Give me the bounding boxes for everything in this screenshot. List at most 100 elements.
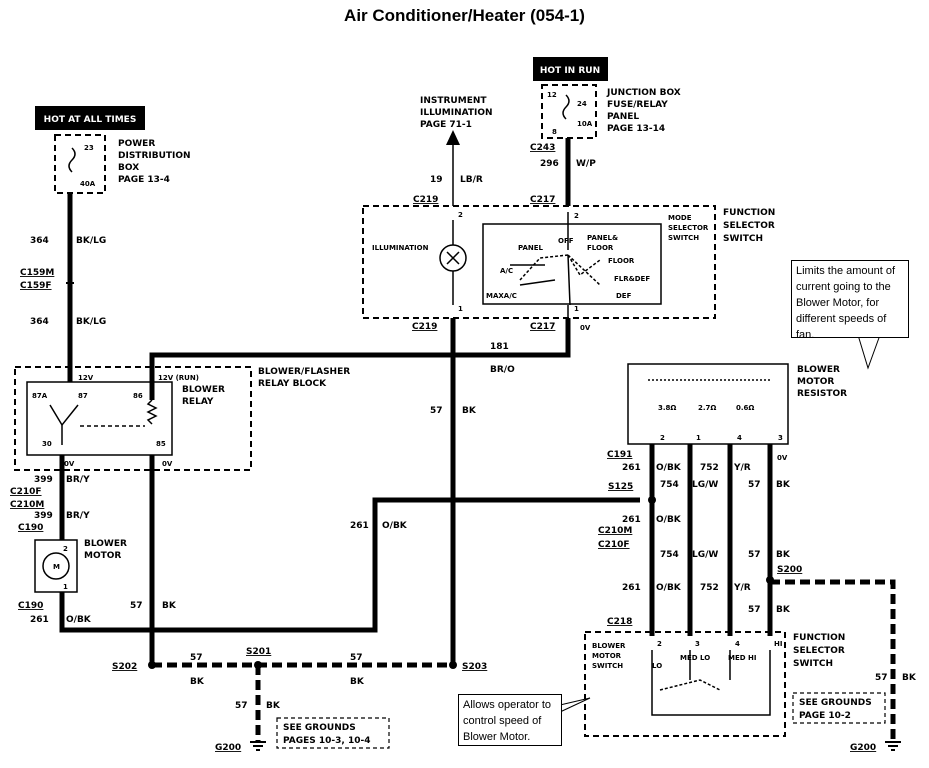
svg-text:MAXA/C: MAXA/C: [486, 292, 517, 300]
fuse-icon: [562, 94, 570, 120]
svg-text:3.8Ω: 3.8Ω: [658, 404, 676, 412]
svg-text:SWITCH: SWITCH: [723, 234, 763, 244]
svg-text:2: 2: [660, 434, 665, 442]
svg-text:C210F: C210F: [10, 487, 42, 497]
svg-text:3: 3: [695, 640, 700, 648]
fuse-icon: [68, 147, 76, 173]
svg-text:LG/W: LG/W: [692, 480, 718, 490]
svg-text:S203: S203: [462, 662, 487, 672]
svg-text:296: 296: [540, 159, 559, 169]
blower-relay-block: BLOWER/FLASHER RELAY BLOCK BLOWER RELAY …: [14, 366, 350, 471]
svg-text:87: 87: [78, 392, 88, 400]
svg-text:C217: C217: [530, 322, 555, 332]
svg-text:12V (RUN): 12V (RUN): [158, 374, 199, 382]
svg-text:PAGE 13-14: PAGE 13-14: [607, 124, 665, 134]
svg-text:C217: C217: [530, 195, 555, 205]
svg-text:BK: BK: [776, 480, 791, 490]
svg-text:BK: BK: [350, 677, 365, 687]
svg-text:G200: G200: [215, 743, 241, 753]
svg-text:FUNCTION: FUNCTION: [793, 633, 845, 643]
note-resistor: Limits the amount of current going to th…: [791, 260, 909, 341]
ground-icon: [250, 741, 266, 751]
svg-text:181: 181: [490, 342, 509, 352]
svg-text:3: 3: [778, 434, 783, 442]
svg-text:BK: BK: [902, 673, 917, 683]
svg-text:57: 57: [130, 601, 143, 611]
svg-text:Y/R: Y/R: [733, 583, 751, 593]
svg-text:S125: S125: [608, 482, 633, 492]
svg-text:M: M: [53, 563, 60, 571]
motor-icon: [42, 552, 70, 580]
svg-text:LB/R: LB/R: [460, 175, 483, 185]
svg-text:57: 57: [748, 550, 761, 560]
svg-text:LO: LO: [652, 662, 662, 670]
svg-text:BK: BK: [462, 406, 477, 416]
svg-text:DEF: DEF: [616, 292, 632, 300]
svg-text:C210M: C210M: [598, 526, 632, 536]
svg-text:ILLUMINATION: ILLUMINATION: [420, 108, 493, 118]
svg-text:SELECTOR: SELECTOR: [723, 221, 775, 231]
svg-text:57: 57: [748, 605, 761, 615]
svg-text:C191: C191: [607, 450, 632, 460]
svg-text:BK/LG: BK/LG: [76, 317, 106, 327]
svg-text:PAGE 13-4: PAGE 13-4: [118, 175, 170, 185]
svg-text:MOTOR: MOTOR: [84, 551, 121, 561]
svg-text:752: 752: [700, 583, 719, 593]
svg-text:POWER: POWER: [118, 139, 155, 149]
svg-text:C243: C243: [530, 143, 555, 153]
svg-text:40A: 40A: [80, 180, 96, 188]
svg-text:BLOWER/FLASHER: BLOWER/FLASHER: [258, 367, 350, 377]
svg-text:O/BK: O/BK: [656, 515, 682, 525]
svg-text:PAGE 10-2: PAGE 10-2: [799, 711, 851, 721]
svg-text:JUNCTION BOX: JUNCTION BOX: [606, 88, 681, 98]
svg-text:C190: C190: [18, 523, 43, 533]
svg-text:364: 364: [30, 317, 49, 327]
ground-icon: [885, 741, 901, 751]
svg-text:0V: 0V: [777, 454, 788, 462]
svg-text:57: 57: [748, 480, 761, 490]
svg-text:57: 57: [350, 653, 363, 663]
svg-text:INSTRUMENT: INSTRUMENT: [420, 96, 487, 106]
svg-text:FUSE/RELAY: FUSE/RELAY: [607, 100, 668, 110]
svg-text:1: 1: [574, 305, 579, 313]
svg-text:G200: G200: [850, 743, 876, 753]
svg-text:FLOOR: FLOOR: [587, 244, 614, 252]
svg-text:O/BK: O/BK: [656, 463, 682, 473]
hot-in-run-badge: HOT IN RUN: [533, 57, 608, 81]
svg-text:FUNCTION: FUNCTION: [723, 208, 775, 218]
svg-text:C219: C219: [412, 322, 437, 332]
wire-261: [59, 497, 640, 633]
svg-text:BR/O: BR/O: [490, 365, 515, 375]
svg-text:PANEL: PANEL: [607, 112, 639, 122]
svg-text:SELECTOR: SELECTOR: [668, 224, 709, 232]
note-switch: Allows operator to control speed of Blow…: [458, 694, 562, 746]
svg-text:30: 30: [42, 440, 52, 448]
svg-text:W/P: W/P: [576, 159, 596, 169]
svg-text:BLOWER: BLOWER: [797, 365, 840, 375]
svg-text:2: 2: [63, 545, 68, 553]
wire-57-far: [770, 579, 896, 742]
svg-text:8: 8: [552, 128, 557, 136]
coil-icon: [146, 399, 158, 425]
svg-text:754: 754: [660, 550, 679, 560]
svg-text:BK: BK: [190, 677, 205, 687]
svg-text:ILLUMINATION: ILLUMINATION: [372, 244, 429, 252]
svg-text:LG/W: LG/W: [692, 550, 718, 560]
svg-text:261: 261: [622, 515, 641, 525]
function-selector-switch: FUNCTION SELECTOR SWITCH ILLUMINATION 2 …: [362, 205, 775, 332]
svg-text:C159F: C159F: [20, 281, 52, 291]
svg-text:BK/LG: BK/LG: [76, 236, 106, 246]
svg-text:C210F: C210F: [598, 540, 630, 550]
see-grounds-left: SEE GROUNDS PAGES 10-3, 10-4: [276, 717, 390, 749]
svg-text:O/BK: O/BK: [382, 521, 408, 531]
svg-text:0V: 0V: [64, 460, 75, 468]
svg-text:1: 1: [63, 583, 68, 591]
arrow-up-icon: [446, 130, 460, 145]
svg-text:RELAY: RELAY: [182, 397, 214, 407]
svg-text:S200: S200: [777, 565, 802, 575]
hot-at-all-times-badge: HOT AT ALL TIMES: [35, 106, 145, 130]
svg-text:BR/Y: BR/Y: [66, 475, 90, 485]
svg-text:2.7Ω: 2.7Ω: [698, 404, 716, 412]
svg-text:SWITCH: SWITCH: [668, 234, 699, 242]
blower-motor-switch: FUNCTION SELECTOR SWITCH BLOWER MOTOR SW…: [584, 631, 845, 737]
